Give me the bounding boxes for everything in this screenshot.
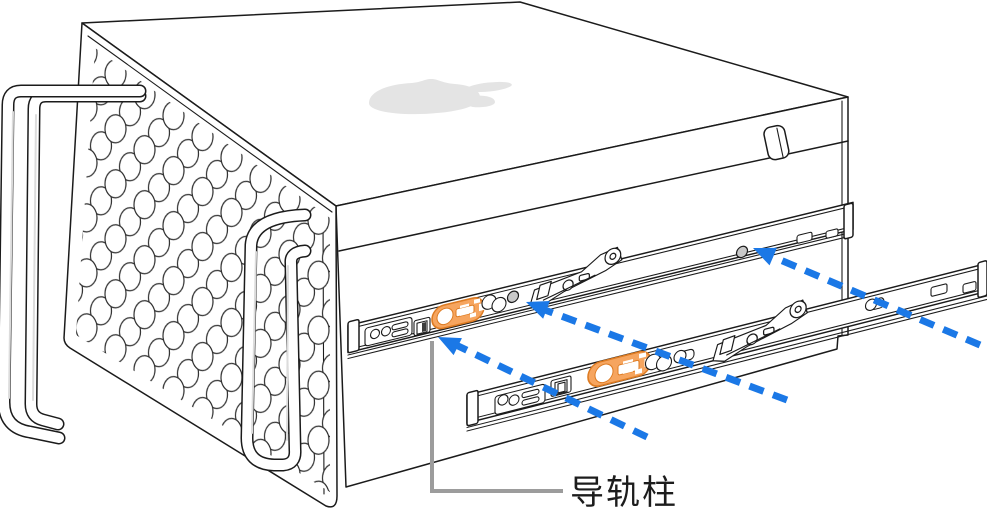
mac-pro-body: [0, 1, 849, 508]
handle-right: [240, 208, 312, 472]
rail-end-bracket-left: [466, 389, 479, 427]
callout-line: [430, 341, 563, 493]
alignment-arrow-1: [753, 247, 982, 349]
alignment-arrows: [438, 247, 982, 441]
front-grille: [76, 48, 330, 492]
rail-end-bracket-right: [977, 260, 987, 299]
apple-logo-icon: [369, 79, 512, 115]
alignment-arrow-3: [438, 337, 649, 441]
rail-peg: [506, 290, 520, 304]
side-latch-slot: [763, 124, 790, 161]
rail-end-bracket-left: [347, 318, 360, 354]
side-top-lip-line: [338, 140, 849, 252]
alignment-arrow-2: [526, 301, 789, 404]
rail-end-bracket-right: [843, 202, 854, 240]
rail-post-upper: [413, 316, 431, 337]
rail-peg: [735, 245, 749, 259]
rail-post-lower: [550, 375, 572, 397]
handle-left: [0, 84, 147, 445]
lower-rail: [466, 260, 987, 432]
upper-rail: [347, 201, 854, 360]
callout-label: 导轨柱: [570, 474, 678, 512]
callout: 导轨柱: [430, 341, 678, 512]
